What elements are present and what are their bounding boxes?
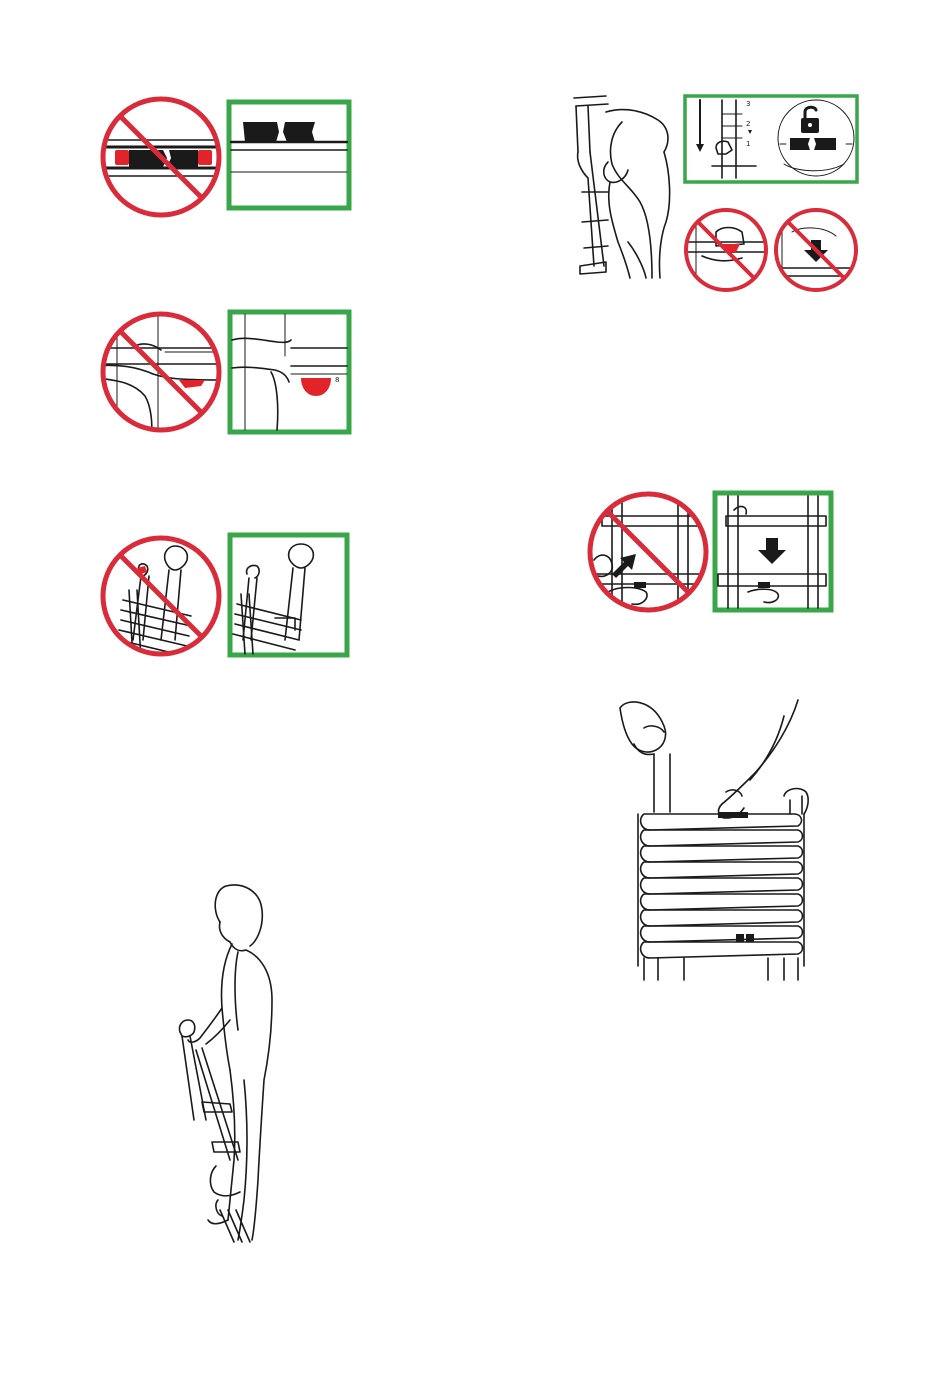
person-standing-ladder-illustration	[160, 880, 290, 1250]
padlock-open-icon	[801, 107, 819, 133]
correct-press-down	[715, 493, 831, 610]
incorrect-hand-position	[686, 210, 766, 292]
figure-collapsed-ladder	[614, 696, 824, 986]
figure-rung-lock-tab: 8	[95, 306, 355, 436]
step-number-2: 2	[746, 120, 750, 128]
figure-rung-lock-markers	[95, 92, 355, 222]
step-number-1: 1	[746, 140, 750, 148]
end-cap-latch-illustration	[95, 530, 355, 660]
step-number-3: 3	[746, 100, 750, 108]
incorrect-example	[95, 99, 225, 215]
incorrect-pull-out	[590, 488, 706, 618]
person-retracting-ladder	[574, 96, 670, 278]
retract-ladder-illustration: 3 2 1	[566, 92, 866, 297]
correct-example: 8	[230, 312, 349, 432]
rung-lock-markers-illustration	[95, 92, 355, 222]
rung-lock-tab-illustration: 8	[95, 306, 355, 436]
figure-retract-ladder: 3 2 1	[566, 92, 866, 297]
correct-frame	[229, 102, 349, 208]
correct-example	[230, 535, 347, 655]
correct-retract-steps: 3 2 1	[685, 96, 857, 182]
arrow-down-icon	[758, 538, 786, 564]
incorrect-example	[95, 306, 225, 436]
figure-release-rung	[582, 488, 842, 618]
figure-end-cap-latch	[95, 530, 355, 660]
svg-text:8: 8	[335, 376, 339, 384]
figure-person-standing-ladder	[160, 880, 290, 1250]
correct-frame	[230, 312, 349, 432]
incorrect-press-down	[776, 210, 856, 292]
release-rung-illustration	[582, 488, 842, 618]
collapsed-ladder-illustration	[614, 696, 824, 986]
stacked-rungs	[641, 814, 803, 958]
incorrect-example	[103, 538, 219, 660]
correct-example	[229, 102, 349, 208]
